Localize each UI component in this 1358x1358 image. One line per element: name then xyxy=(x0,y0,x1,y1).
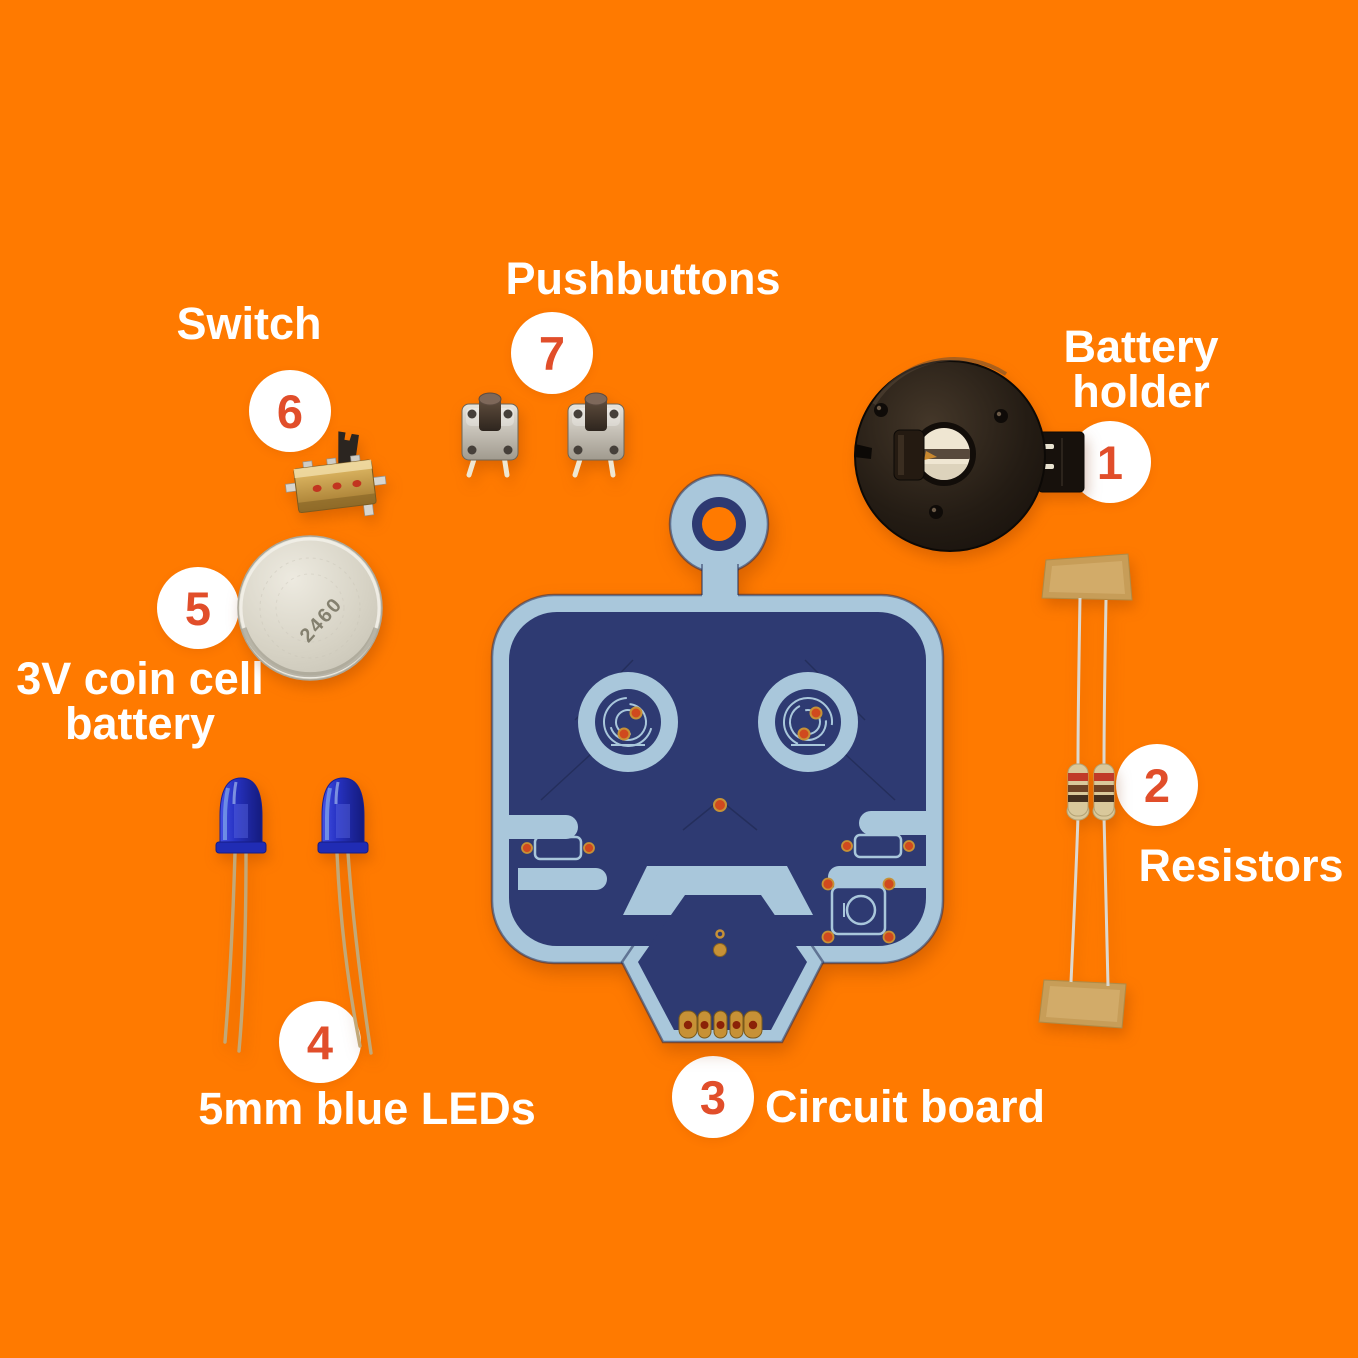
pushbutton-component-right xyxy=(564,390,628,478)
label-pushbuttons: Pushbuttons xyxy=(505,253,781,304)
led-component-left xyxy=(215,777,267,1053)
pushbutton-component-left xyxy=(458,390,522,478)
circuit-board-component xyxy=(490,473,945,1044)
battery-holder-component xyxy=(854,357,1085,552)
label-coin-cell: 3V coin cell battery xyxy=(16,653,264,749)
coin-cell-component: 2460 xyxy=(237,535,383,681)
label-resistors: Resistors xyxy=(1138,840,1344,891)
label-switch: Switch xyxy=(176,298,322,349)
label-circuit-board: Circuit board xyxy=(764,1081,1046,1132)
label-battery-holder: Battery holder xyxy=(1063,321,1219,417)
badge-switch: 6 xyxy=(249,370,331,452)
badge-resistors: 2 xyxy=(1116,744,1198,826)
badge-leds: 4 xyxy=(279,1001,361,1083)
badge-circuit-board: 3 xyxy=(672,1056,754,1138)
slide-switch-component xyxy=(285,431,387,517)
led-component-right xyxy=(317,777,373,1055)
badge-pushbuttons: 7 xyxy=(511,312,593,394)
resistors-component xyxy=(1038,553,1133,1029)
badge-coin-cell: 5 xyxy=(157,567,239,649)
label-leds: 5mm blue LEDs xyxy=(198,1083,536,1134)
